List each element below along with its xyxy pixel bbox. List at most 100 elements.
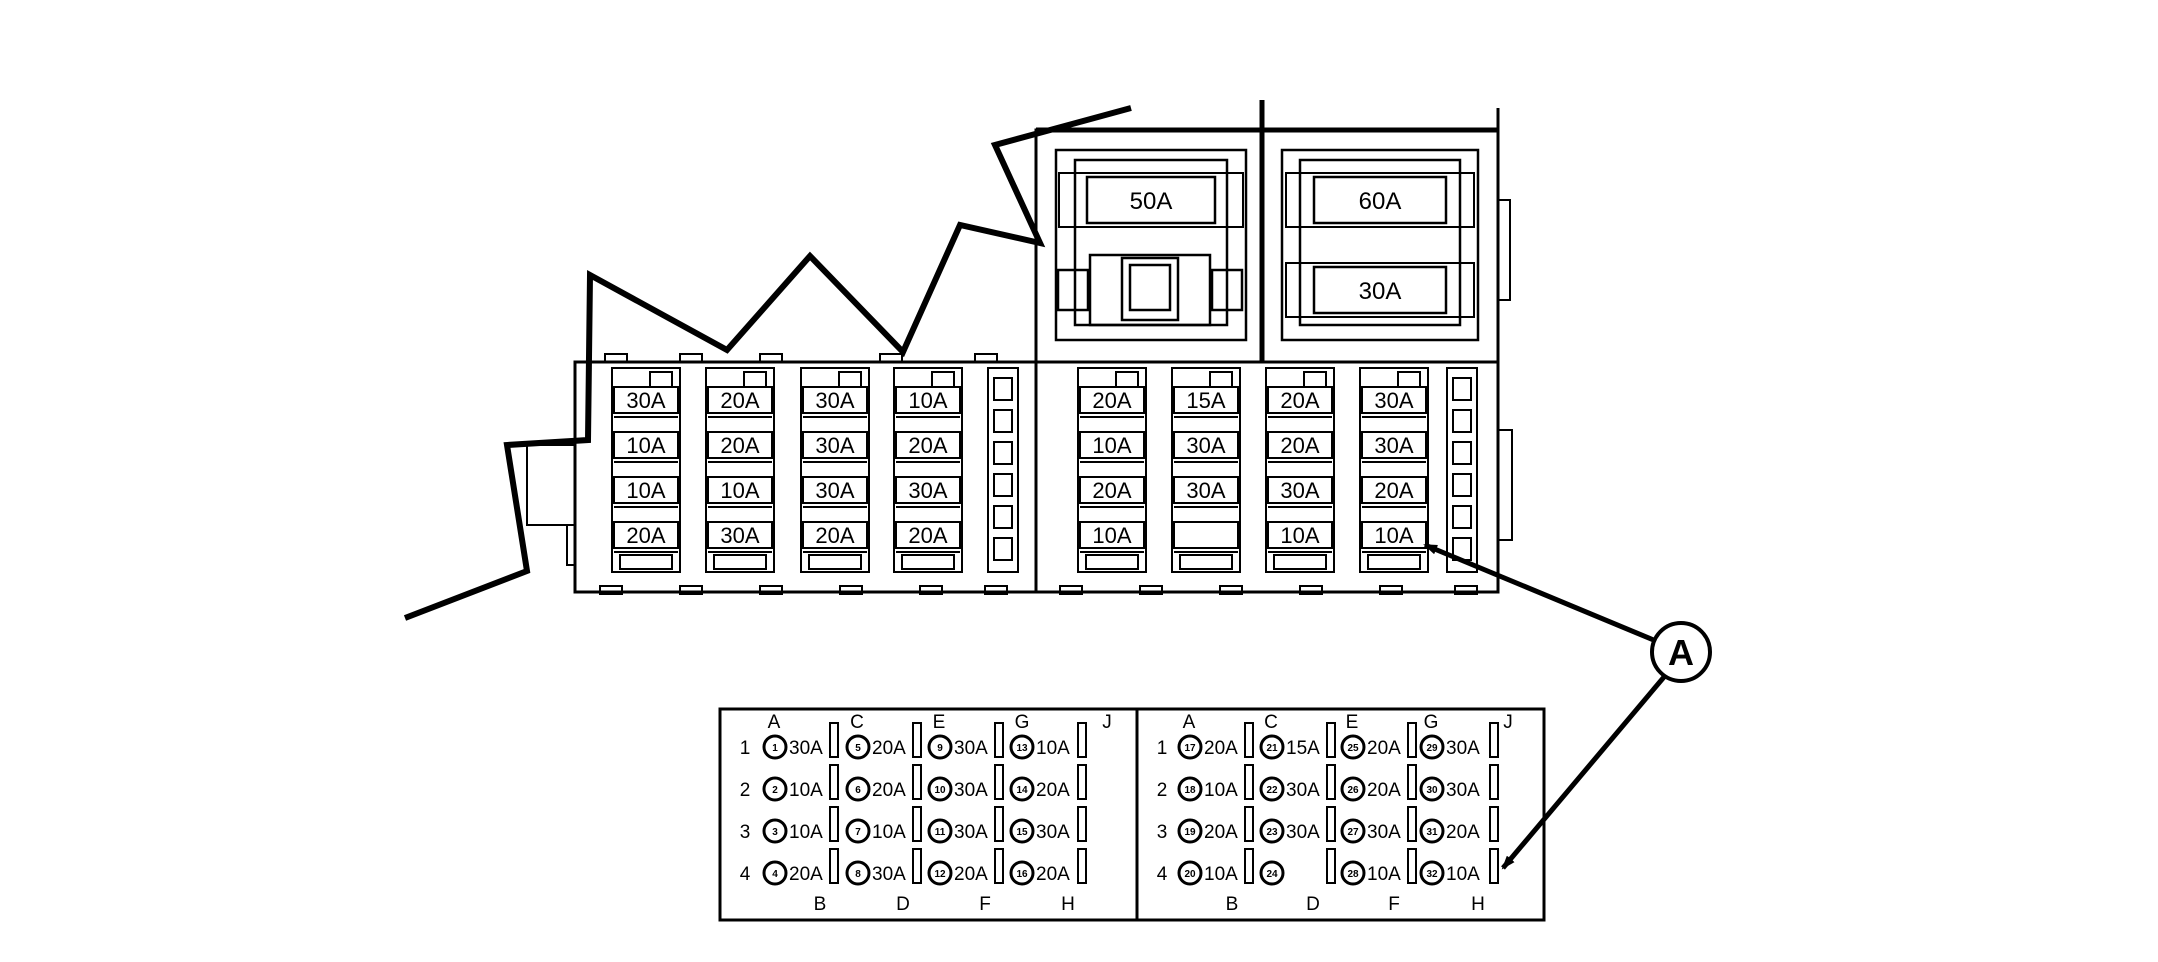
maxi-fuses: 50A 60A 30A <box>1058 172 1475 318</box>
key-row-number: 1 <box>1157 738 1168 759</box>
key-slot-bar <box>912 722 922 758</box>
fuse-rating: 20A <box>1204 822 1238 843</box>
key-slot-bar <box>1077 848 1087 884</box>
fuse-rating: 20A <box>872 780 906 801</box>
fuse-rating: 10A <box>1367 864 1401 885</box>
maxi-fuse-label: 50A <box>1130 188 1173 215</box>
fuse-number: 20 <box>1184 869 1196 880</box>
fuse-cavity-column <box>1359 367 1429 573</box>
mini-fuse: 10A <box>613 431 679 463</box>
fuse-rating: 10A <box>872 822 906 843</box>
key-column-letter: D <box>896 894 910 915</box>
key-fuse-entry: 2 10A <box>762 776 823 802</box>
mini-fuse: 30A <box>613 386 679 418</box>
fuse-number: 5 <box>855 743 861 754</box>
terminal-slot <box>993 473 1013 497</box>
key-slot-bar <box>994 764 1004 800</box>
fuse-number-badge <box>1009 818 1035 844</box>
mini-fuse: 10A <box>895 386 961 418</box>
key-slot-bar <box>829 722 839 758</box>
key-column-letter: F <box>1388 894 1400 915</box>
fuse-number: 15 <box>1016 827 1028 838</box>
mini-fuse: 20A <box>1361 476 1427 508</box>
fuse-number: 25 <box>1347 743 1359 754</box>
fuse-rating: 20A <box>1036 780 1070 801</box>
spare-cavity-column <box>987 367 1019 573</box>
mini-fuse-label: 30A <box>626 388 665 413</box>
mini-fuse: 20A <box>895 521 961 553</box>
fuse-number: 19 <box>1184 827 1196 838</box>
key-slot-bar <box>912 848 922 884</box>
fuse-number: 29 <box>1426 743 1438 754</box>
fuse-number-badge <box>845 776 871 802</box>
key-row-number: 2 <box>1157 780 1168 801</box>
key-fuse-entry: 5 20A <box>845 734 906 760</box>
mini-fuse: 20A <box>1267 386 1333 418</box>
fuse-rating: 10A <box>789 780 823 801</box>
maxi-fuse-label: 30A <box>1359 278 1402 305</box>
key-slot-bar <box>912 764 922 800</box>
terminal-slot <box>1452 441 1472 465</box>
fuse-number-badge <box>927 776 953 802</box>
fuse-rating: 30A <box>1286 780 1320 801</box>
mini-fuse: 30A <box>802 431 868 463</box>
mini-fuse-label: 20A <box>1280 433 1319 458</box>
mini-fuse: 30A <box>802 476 868 508</box>
mini-fuse-label: 20A <box>815 523 854 548</box>
fuse-cavity-column <box>705 367 775 573</box>
fuse-number: 2 <box>772 785 778 796</box>
key-column-letter: A <box>768 712 781 733</box>
fuse-number-badge <box>1009 734 1035 760</box>
maxi-fuse-label: 60A <box>1359 188 1402 215</box>
fuse-rating: 10A <box>1036 738 1070 759</box>
mini-fuse: 30A <box>802 386 868 418</box>
key-column-letter: H <box>1471 894 1485 915</box>
fuse-number: 16 <box>1016 869 1028 880</box>
fuse-number: 17 <box>1184 743 1196 754</box>
key-slot-bar <box>1489 848 1499 884</box>
key-slot-bar <box>1326 806 1336 842</box>
key-slot-bar <box>1489 722 1499 758</box>
fuse-number: 14 <box>1016 785 1028 796</box>
fuse-rating: 30A <box>954 822 988 843</box>
key-column-letter: H <box>1061 894 1075 915</box>
key-slot-bar <box>829 806 839 842</box>
terminal-slot <box>993 537 1013 561</box>
mini-fuse-label: 20A <box>1374 478 1413 503</box>
mini-fuse-label: 20A <box>720 433 759 458</box>
terminal-slot <box>1452 377 1472 401</box>
fuse-rating: 20A <box>1367 780 1401 801</box>
fuse-cavity-column <box>800 367 870 573</box>
fuse-number: 6 <box>855 785 861 796</box>
key-fuse-entry: 14 20A <box>1009 776 1070 802</box>
fuse-number-badge <box>845 734 871 760</box>
fuse-number-badge <box>1259 776 1285 802</box>
fuse-rating: 20A <box>872 738 906 759</box>
fuse-rating: 20A <box>1367 738 1401 759</box>
fuse-rating: 10A <box>1204 780 1238 801</box>
terminal-slot <box>993 441 1013 465</box>
mini-fuse-label: 20A <box>720 388 759 413</box>
callout-arrow-to-fuse <box>1423 542 1657 644</box>
fuse-number: 32 <box>1426 869 1438 880</box>
fuse-number: 22 <box>1266 785 1278 796</box>
key-fuse-entry: 28 10A <box>1340 860 1401 886</box>
fuse-box-housing <box>526 100 1513 595</box>
break-line <box>403 105 1132 621</box>
key-row-number: 3 <box>740 822 751 843</box>
mini-fuse-label: 10A <box>1092 433 1131 458</box>
key-row-number: 2 <box>740 780 751 801</box>
fuse-number-badge <box>1419 860 1445 886</box>
fuse-number-badge <box>1259 734 1285 760</box>
key-row-number: 4 <box>1157 864 1168 885</box>
fuse-number: 28 <box>1347 869 1359 880</box>
